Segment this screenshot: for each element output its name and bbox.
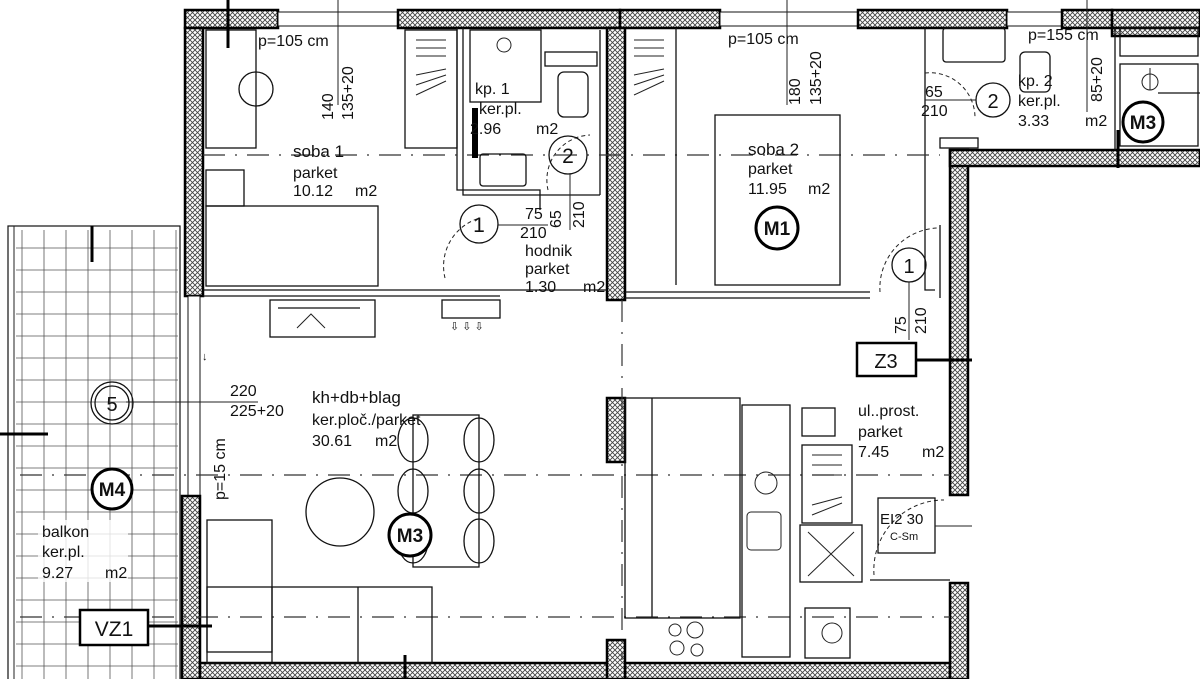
room-name: hodnik [525,243,573,260]
door-width-soba-2: 75 [893,316,910,334]
room-floor: ker.pl. [42,544,85,561]
dining-chair [397,417,429,463]
door-height-soba-2: 210 [913,307,930,334]
room-balcony: 5 M4 balkon ker.pl. 9.27 m2 VZ1 [0,226,212,647]
room-area: 10.12 [293,183,333,200]
room-area: 11.95 [748,181,787,198]
grid-axes [20,154,950,660]
room-area-unit: m2 [375,433,397,450]
door-marker: 2 [562,145,574,168]
svg-text:⇩ ⇩ ⇩: ⇩ ⇩ ⇩ [450,321,484,333]
door-width-kp-1: 65 [548,210,565,228]
door-height-kp-2: 210 [921,103,948,120]
fire-door-type: C-Sm [890,531,918,543]
room-kp-1: kp. 1 ker.pl. 2.96 m2 2 65 210 [470,81,588,230]
parapet-soba-2: p=105 cm [728,31,799,48]
room-soba-2: p=105 cm 180 135+20 soba 2 parket 11.95 … [728,31,930,340]
window-width-soba-1: 140 [320,93,337,120]
room-name: kp. 1 [475,81,510,98]
window-width-living: 220 [230,383,257,400]
equipment-tag: M3 [397,526,423,547]
room-name: soba 2 [748,140,799,159]
equipment-tag: M4 [99,480,126,501]
room-area: 7.45 [858,444,889,461]
fire-door-rating: EI2 30 [880,511,923,528]
equipment-tag: M3 [1130,113,1156,134]
room-storage: Z3 ul..prost. parket 7.45 m2 EI2 30 C-Sm [855,341,972,554]
room-soba-1: p=105 cm 140 135+20 soba 1 parket 10.12 … [258,33,377,200]
door-marker-circle [548,135,588,175]
room-area-unit: m2 [583,279,605,296]
parapet-soba-1: p=105 cm [258,33,329,50]
room-name: balkon [42,524,89,541]
window-height-kp-2: 85+20 [1089,57,1106,102]
room-area-unit: m2 [105,565,127,582]
room-floor: parket [293,165,338,182]
room-area-unit: m2 [355,183,377,200]
room-area: 2.96 [470,121,501,138]
room-floor: parket [748,161,793,178]
dining-chair [463,468,495,514]
dining-chair [463,518,495,564]
window-height-living: 225+20 [230,403,284,420]
room-floor: parket [858,424,903,441]
room-name: soba 1 [293,142,344,161]
room-floor: parket [525,261,570,278]
room-area: 9.27 [42,565,73,582]
room-area: 3.33 [1018,113,1049,130]
door-marker: 2 [987,91,998,113]
door-height-kp-1: 210 [571,201,588,228]
walls [180,8,1200,679]
wall-tag-vz1: VZ1 [95,618,134,641]
door-width-hodnik: 75 [525,206,543,223]
door-marker: 1 [903,256,914,278]
room-name: kp. 2 [1018,73,1053,90]
room-area-unit: m2 [808,181,830,198]
window-height-soba-2: 135+20 [808,51,825,105]
room-name: ul..prost. [858,403,919,420]
parapet-kp-2: p=155 cm [1028,27,1099,44]
room-kp-2: p=155 cm 65 210 2 kp. 2 ker.pl. 3.33 m2 … [921,0,1165,144]
room-living: 220 225+20 p=15 cm kh+db+blag ker.ploč./… [126,383,433,558]
dining-chair [463,417,495,463]
window-height-soba-1: 135+20 [340,66,357,120]
room-name: kh+db+blag [312,388,401,407]
door-height-hodnik: 210 [520,225,547,242]
room-area-unit: m2 [922,444,944,461]
equipment-tag: M1 [764,219,791,240]
room-area: 30.61 [312,433,352,450]
room-area-unit: m2 [1085,113,1107,130]
room-floor: ker.ploč./parket [312,412,421,429]
door-marker: 1 [473,214,485,237]
room-area-unit: m2 [536,121,558,138]
room-floor: ker.pl. [1018,93,1061,110]
balcony-area [7,225,181,679]
parapet-living: p=15 cm [212,438,229,500]
svg-text:↓: ↓ [202,351,208,363]
wall-tag-z3: Z3 [874,351,897,373]
door-marker: 5 [106,394,117,416]
door-width-kp-2: 65 [925,84,943,101]
window-width-soba-2: 180 [787,78,804,105]
room-area: 1.30 [525,279,556,296]
room-floor: ker.pl. [479,101,522,118]
room-hodnik: 1 75 210 hodnik parket 1.30 m2 [459,204,605,296]
